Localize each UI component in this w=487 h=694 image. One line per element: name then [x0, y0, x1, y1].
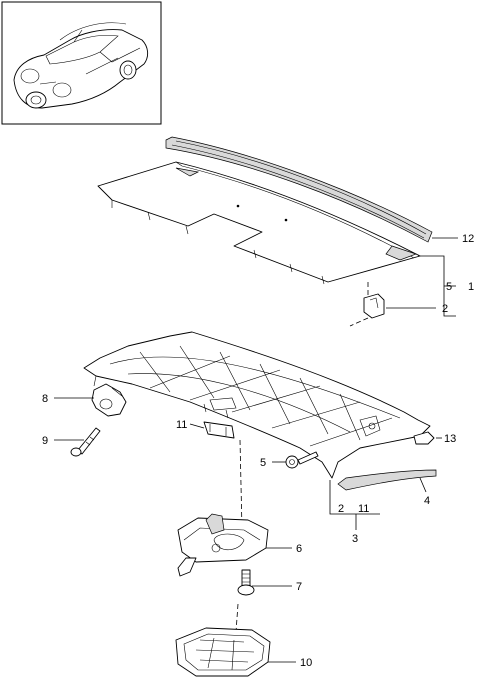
part-2-clip: [363, 293, 385, 319]
label-part-4: 4: [424, 495, 430, 507]
cover-guide-line: [235, 603, 239, 633]
leader-lines: [54, 237, 458, 663]
part-6-holder: [177, 513, 269, 577]
label-part-6: 6: [296, 543, 302, 555]
label-part-2-upper: 2: [442, 303, 448, 315]
part-8-bracket: [91, 383, 127, 417]
clip-guide-line: [349, 282, 369, 327]
car-illustration: [13, 22, 149, 109]
label-part-12: 12: [462, 233, 474, 245]
part-1-shelf-cover: [97, 161, 421, 285]
label-part-10: 10: [300, 657, 312, 669]
part-9-screw: [70, 427, 101, 457]
part-12-mesh-strip: [165, 136, 433, 243]
part-4-trim-strip: [337, 469, 437, 491]
label-part-5-lower: 5: [260, 457, 266, 469]
part-7-bolt: [237, 569, 255, 596]
part-3-shelf-frame: [83, 331, 431, 479]
holder-guide-line: [239, 439, 243, 531]
part-13-clip: [413, 431, 435, 445]
label-part-3: 3: [352, 533, 358, 545]
label-part-11-left: 11: [176, 419, 187, 431]
label-part-13: 13: [444, 433, 456, 445]
part-5-screw: [285, 451, 319, 469]
label-part-9: 9: [42, 435, 48, 447]
part-10-tray: [175, 627, 271, 677]
label-part-1: 1: [468, 281, 474, 293]
label-part-2-lower: 2: [338, 503, 344, 515]
label-part-8: 8: [42, 393, 48, 405]
label-part-7: 7: [296, 581, 302, 593]
label-part-5-upper: 5: [446, 281, 452, 293]
part-11-clip: [203, 421, 235, 439]
label-part-11-right: 11: [358, 503, 369, 515]
vehicle-thumbnail: [1, 1, 162, 125]
